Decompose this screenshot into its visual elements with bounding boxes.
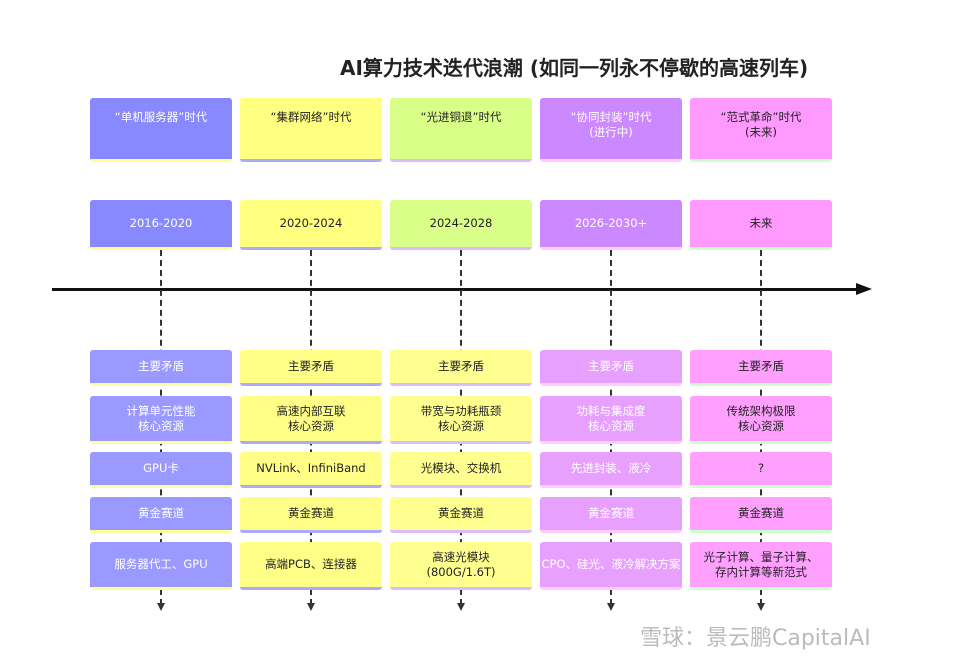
- arrow-down-icon: [607, 603, 615, 611]
- era-years: 2024-2028: [390, 200, 532, 250]
- golden-track-box: 高端PCB、连接器: [240, 542, 382, 590]
- golden-track-label-text: 黄金赛道: [738, 506, 784, 520]
- era-years: 2016-2020: [90, 200, 232, 250]
- golden-track-label: 黄金赛道: [390, 497, 532, 533]
- contradiction-box: 传统架构极限 核心资源: [690, 396, 832, 444]
- years-label: 2020-2024: [279, 216, 343, 230]
- golden-track-box: 高速光模块 (800G/1.6T): [390, 542, 532, 590]
- golden-track-box-text: CPO、硅光、液冷解决方案: [541, 557, 681, 571]
- golden-track-box: 光子计算、量子计算、 存内计算等新范式: [690, 542, 832, 590]
- core-resource-box-text: NVLink、InfiniBand: [256, 461, 366, 475]
- era-title: “单机服务器”时代: [114, 110, 208, 124]
- timeline-arrow-icon: [856, 283, 872, 295]
- core-resource-box-text: ?: [757, 461, 765, 475]
- era-title: “光进铜退”时代: [420, 110, 502, 124]
- contradiction-box-text: 功耗与集成度 核心资源: [576, 403, 646, 433]
- contradiction-box: 带宽与功耗瓶颈 核心资源: [390, 396, 532, 444]
- core-resource-box: GPU卡: [90, 452, 232, 488]
- diagram-title: AI算力技术迭代浪潮 (如同一列永不停歇的高速列车): [340, 56, 809, 80]
- arrow-down-icon: [757, 603, 765, 611]
- era-header: “单机服务器”时代: [90, 98, 232, 162]
- core-resource-box: 先进封装、液冷: [540, 452, 682, 488]
- years-label: 2026-2030+: [574, 216, 648, 230]
- contradiction-label-text: 主要矛盾: [288, 359, 334, 373]
- contradiction-box: 功耗与集成度 核心资源: [540, 396, 682, 444]
- golden-track-box: CPO、硅光、液冷解决方案: [540, 542, 682, 590]
- golden-track-box-text: 高端PCB、连接器: [265, 557, 357, 571]
- core-resource-box: 光模块、交换机: [390, 452, 532, 488]
- era-title: “范式革命”时代 (未来): [720, 110, 802, 139]
- contradiction-box-text: 传统架构极限 核心资源: [726, 403, 796, 433]
- golden-track-label: 黄金赛道: [690, 497, 832, 533]
- arrow-down-icon: [157, 603, 165, 611]
- era-years: 2026-2030+: [540, 200, 682, 250]
- golden-track-label: 黄金赛道: [540, 497, 682, 533]
- contradiction-label: 主要矛盾: [690, 350, 832, 386]
- core-resource-box-text: GPU卡: [143, 461, 179, 475]
- contradiction-box: 计算单元性能 核心资源: [90, 396, 232, 444]
- era-title: “协同封装”时代 (进行中): [570, 110, 652, 139]
- core-resource-box: ?: [690, 452, 832, 488]
- contradiction-label-text: 主要矛盾: [138, 359, 184, 373]
- golden-track-box: 服务器代工、GPU: [90, 542, 232, 590]
- contradiction-label-text: 主要矛盾: [438, 359, 484, 373]
- years-label: 2016-2020: [129, 216, 193, 230]
- golden-track-box-text: 高速光模块 (800G/1.6T): [426, 549, 496, 579]
- contradiction-label: 主要矛盾: [240, 350, 382, 386]
- contradiction-label: 主要矛盾: [90, 350, 232, 386]
- golden-track-label-text: 黄金赛道: [588, 506, 634, 520]
- watermark: 雪球：景云鹏CapitalAI: [640, 626, 871, 651]
- years-label: 未来: [749, 216, 773, 230]
- golden-track-label-text: 黄金赛道: [288, 506, 334, 520]
- era-header: “范式革命”时代 (未来): [690, 98, 832, 162]
- arrow-down-icon: [307, 603, 315, 611]
- contradiction-box-text: 带宽与功耗瓶颈 核心资源: [420, 403, 502, 433]
- contradiction-label-text: 主要矛盾: [738, 359, 784, 373]
- era-years: 2020-2024: [240, 200, 382, 250]
- golden-track-label: 黄金赛道: [90, 497, 232, 533]
- core-resource-box: NVLink、InfiniBand: [240, 452, 382, 488]
- era-header: “光进铜退”时代: [390, 98, 532, 162]
- contradiction-label: 主要矛盾: [540, 350, 682, 386]
- era-years: 未来: [690, 200, 832, 250]
- golden-track-box-text: 服务器代工、GPU: [114, 557, 208, 571]
- years-label: 2024-2028: [429, 216, 493, 230]
- core-resource-box-text: 光模块、交换机: [420, 461, 502, 475]
- era-header: “集群网络”时代: [240, 98, 382, 162]
- golden-track-label: 黄金赛道: [240, 497, 382, 533]
- era-header: “协同封装”时代 (进行中): [540, 98, 682, 162]
- contradiction-box-text: 计算单元性能 核心资源: [126, 403, 196, 433]
- era-title: “集群网络”时代: [270, 110, 352, 124]
- golden-track-label-text: 黄金赛道: [438, 506, 484, 520]
- contradiction-box-text: 高速内部互联 核心资源: [276, 403, 346, 433]
- contradiction-box: 高速内部互联 核心资源: [240, 396, 382, 444]
- core-resource-box-text: 先进封装、液冷: [570, 461, 652, 475]
- contradiction-label: 主要矛盾: [390, 350, 532, 386]
- timeline-axis: [52, 288, 860, 291]
- arrow-down-icon: [457, 603, 465, 611]
- golden-track-label-text: 黄金赛道: [138, 506, 184, 520]
- contradiction-label-text: 主要矛盾: [588, 359, 634, 373]
- golden-track-box-text: 光子计算、量子计算、 存内计算等新范式: [703, 549, 819, 579]
